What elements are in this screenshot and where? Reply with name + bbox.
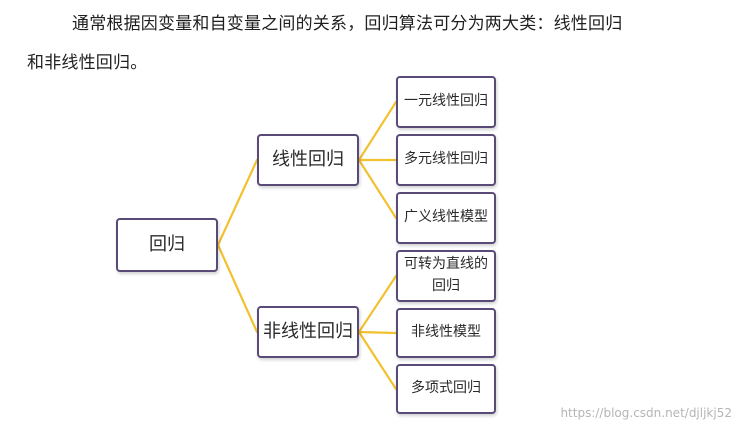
watermark: https://blog.csdn.net/djljkj52 bbox=[560, 406, 732, 420]
intro-line-1: 通常根据因变量和自变量之间的关系，回归算法可分为两大类：线性回归 bbox=[72, 14, 623, 34]
node-root: 回归 bbox=[116, 218, 218, 272]
connector-linear-leaf-3 bbox=[357, 158, 398, 220]
node-linear-leaf-3: 广义线性模型 bbox=[396, 192, 496, 244]
connector-nonlinear-leaf-1 bbox=[357, 274, 398, 334]
node-nonlinear-leaf-3: 多项式回归 bbox=[396, 364, 496, 414]
node-linear-leaf-3-label: 广义线性模型 bbox=[404, 209, 488, 226]
node-linear-leaf-1-label: 一元线性回归 bbox=[404, 93, 488, 110]
node-linear-label: 线性回归 bbox=[272, 149, 344, 171]
node-nonlinear-leaf-1: 可转为直线的回归 bbox=[396, 250, 496, 302]
connector-root-nonlinear bbox=[216, 243, 259, 334]
connector-nonlinear-leaf-3 bbox=[357, 330, 398, 391]
connector-root-linear bbox=[216, 158, 259, 247]
node-root-label: 回归 bbox=[149, 234, 185, 256]
node-nonlinear-leaf-2-label: 非线性模型 bbox=[411, 324, 481, 341]
node-linear-leaf-1: 一元线性回归 bbox=[396, 76, 496, 128]
node-nonlinear: 非线性回归 bbox=[257, 306, 359, 358]
node-nonlinear-leaf-1-label: 可转为直线的回归 bbox=[404, 256, 488, 294]
node-nonlinear-label: 非线性回归 bbox=[263, 321, 353, 343]
connector-linear-leaf-1 bbox=[357, 100, 398, 162]
node-linear: 线性回归 bbox=[257, 134, 359, 186]
node-linear-leaf-2-label: 多元线性回归 bbox=[404, 151, 488, 168]
node-nonlinear-leaf-2: 非线性模型 bbox=[396, 308, 496, 358]
node-nonlinear-leaf-3-label: 多项式回归 bbox=[411, 380, 481, 397]
intro-line-2: 和非线性回归。 bbox=[27, 53, 148, 73]
node-linear-leaf-2: 多元线性回归 bbox=[396, 134, 496, 186]
intro-text: 通常根据因变量和自变量之间的关系，回归算法可分为两大类：线性回归 和非线性回归。 bbox=[0, 0, 742, 80]
connector-nonlinear-leaf-2 bbox=[357, 330, 398, 335]
